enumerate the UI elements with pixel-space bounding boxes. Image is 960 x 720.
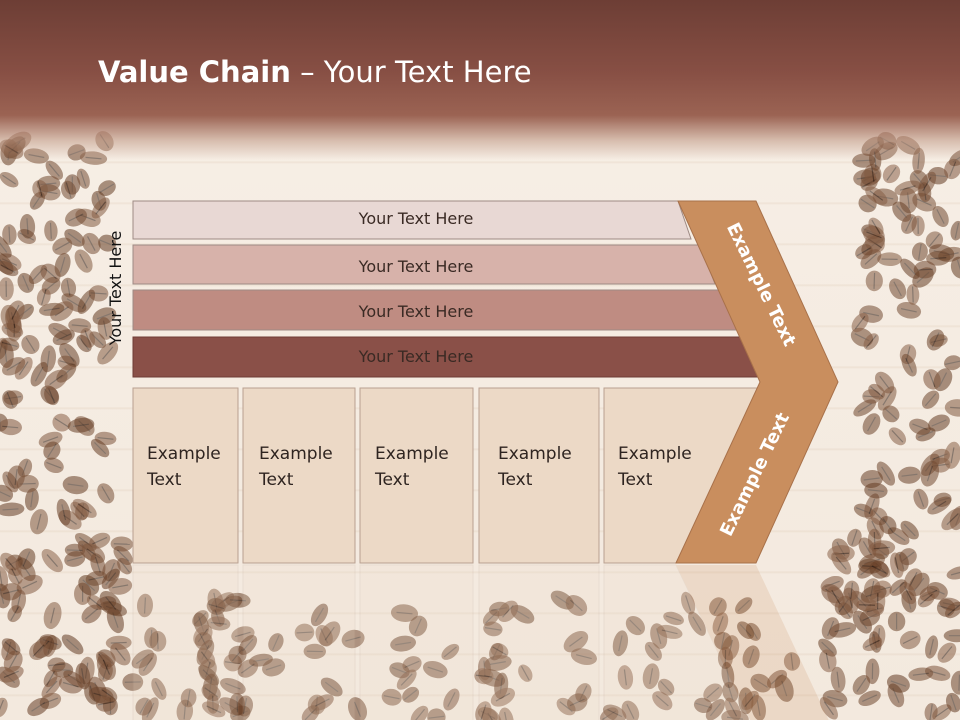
bar-2	[132, 244, 716, 285]
box-5-line1: Example	[618, 444, 692, 464]
bar-1-label: Your Text Here	[358, 209, 474, 228]
box-3	[359, 387, 474, 564]
box-1-line1: Example	[147, 444, 221, 464]
header-band	[0, 0, 960, 160]
chevron-arrow	[675, 200, 839, 564]
box-4-line2: Text	[497, 470, 533, 490]
side-label: Your Text Here	[106, 231, 125, 347]
box-3-line2: Text	[374, 470, 410, 490]
box-2-line2: Text	[258, 470, 294, 490]
box-4-line1: Example	[498, 444, 572, 464]
bar-2-label: Your Text Here	[358, 257, 474, 276]
reflect-box-5	[603, 564, 751, 720]
box-1-line2: Text	[146, 470, 182, 490]
box-1	[132, 387, 239, 564]
bar-3-label: Your Text Here	[358, 302, 474, 321]
reflect-box-3	[359, 564, 474, 720]
reflect-box-2	[242, 564, 356, 720]
reflect-box-1	[132, 564, 239, 720]
reflect-chevron	[676, 565, 829, 720]
box-3-line1: Example	[375, 444, 449, 464]
box-2	[242, 387, 356, 564]
reflect-box-4	[478, 564, 600, 720]
box-2-line1: Example	[259, 444, 333, 464]
slide-title: Value Chain – Your Text Here	[98, 55, 532, 89]
box-4	[478, 387, 600, 564]
title-bold: Value Chain	[98, 55, 291, 89]
box-5-line2: Text	[617, 470, 653, 490]
bar-1	[132, 200, 692, 240]
title-rest: – Your Text Here	[290, 55, 532, 89]
bar-4-label: Your Text Here	[358, 347, 474, 366]
diagram-reflection	[132, 564, 829, 720]
